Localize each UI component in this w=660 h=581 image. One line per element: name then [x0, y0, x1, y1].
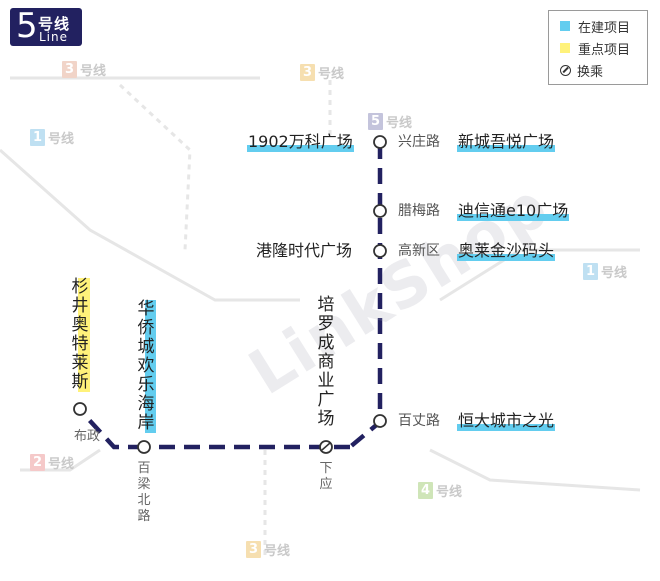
line-label-text: 号线 [264, 544, 291, 559]
line-label-en: Line [39, 30, 69, 44]
project-label: 1902万科广场 [247, 132, 354, 152]
key-project-swatch [560, 43, 570, 53]
line-5-segment-southwest [78, 408, 144, 450]
background-line-4 [429, 448, 641, 492]
station-gaoxinqu [373, 244, 387, 258]
legend-label: 在建项目 [578, 20, 631, 36]
line-number-box: 3 [62, 61, 77, 78]
station-label: 布政 [73, 429, 100, 444]
legend-item-key-project: 重点项目 [560, 39, 631, 58]
line-label-text: 号线 [80, 64, 107, 79]
background-line-label: 5 号线 [368, 112, 412, 131]
line-number-box: 2 [30, 454, 45, 471]
transfer-icon [560, 64, 571, 76]
station-label: 腊梅路 [398, 203, 440, 219]
legend-label: 重点项目 [578, 42, 631, 58]
legend-item-transfer: 换乘 [560, 61, 604, 80]
project-label: 港隆时代广场 [256, 241, 353, 260]
background-line-label: 1 号线 [30, 128, 74, 147]
project-label: 迪信通e10广场 [457, 201, 570, 221]
background-line-label: 3 号线 [300, 63, 344, 82]
line-label-text: 号线 [386, 116, 413, 131]
legend-item-in-construction: 在建项目 [560, 17, 631, 36]
background-line-1 [0, 148, 300, 302]
line-number-box: 3 [246, 541, 261, 558]
line-number-box: 1 [30, 129, 45, 146]
station-label: 下应 [319, 461, 333, 492]
line-label-text: 号线 [318, 67, 345, 82]
stations [73, 135, 387, 454]
background-line-label: 4 号线 [418, 481, 462, 500]
in-construction-swatch [560, 21, 570, 31]
background-line-label: 2 号线 [30, 453, 74, 472]
line-label-text: 号线 [601, 266, 628, 281]
project-label: 恒大城市之光 [457, 411, 556, 431]
line-number: 5 [16, 8, 38, 46]
background-line-label: 1 号线 [583, 262, 627, 281]
line-label-text: 号线 [436, 485, 463, 500]
station-label: 高新区 [398, 243, 440, 259]
station-lameilu [373, 204, 387, 218]
project-label-vertical: 培罗成商业广场 [317, 295, 335, 429]
legend: 在建项目 重点项目 换乘 [548, 10, 648, 85]
station-label: 百梁北路 [137, 461, 151, 524]
station-label: 百丈路 [398, 413, 440, 429]
line-label-text: 号线 [48, 457, 75, 472]
project-label: 新城吾悦广场 [457, 132, 556, 152]
project-label-vertical: 华侨城欢乐海岸 [136, 299, 156, 433]
station-baizhanglu [373, 414, 387, 428]
station-bailiangbeilu [137, 440, 151, 454]
line-label-text: 号线 [48, 132, 75, 147]
legend-label: 换乘 [577, 64, 604, 80]
line-5-segment-north [348, 143, 383, 449]
line-number-box: 3 [300, 64, 315, 81]
line-number-box: 4 [418, 482, 433, 499]
background-line-dashed-1 [118, 83, 192, 251]
background-line-label: 3 号线 [62, 60, 106, 79]
line-number-box: 1 [583, 263, 598, 280]
background-line-label: 3 号线 [246, 540, 290, 559]
project-label-vertical: 杉井奥特莱斯 [70, 277, 90, 392]
transfer-icon [321, 442, 331, 451]
line-label-cn: 号线 [38, 15, 71, 33]
station-label: 兴庄路 [398, 134, 440, 150]
station-buzheng [73, 402, 87, 416]
line-badge: 5 号线 Line [10, 8, 82, 46]
station-xingzhuang [373, 135, 387, 149]
project-label: 奥莱金沙码头 [457, 241, 556, 261]
line-number-box: 5 [368, 113, 383, 130]
